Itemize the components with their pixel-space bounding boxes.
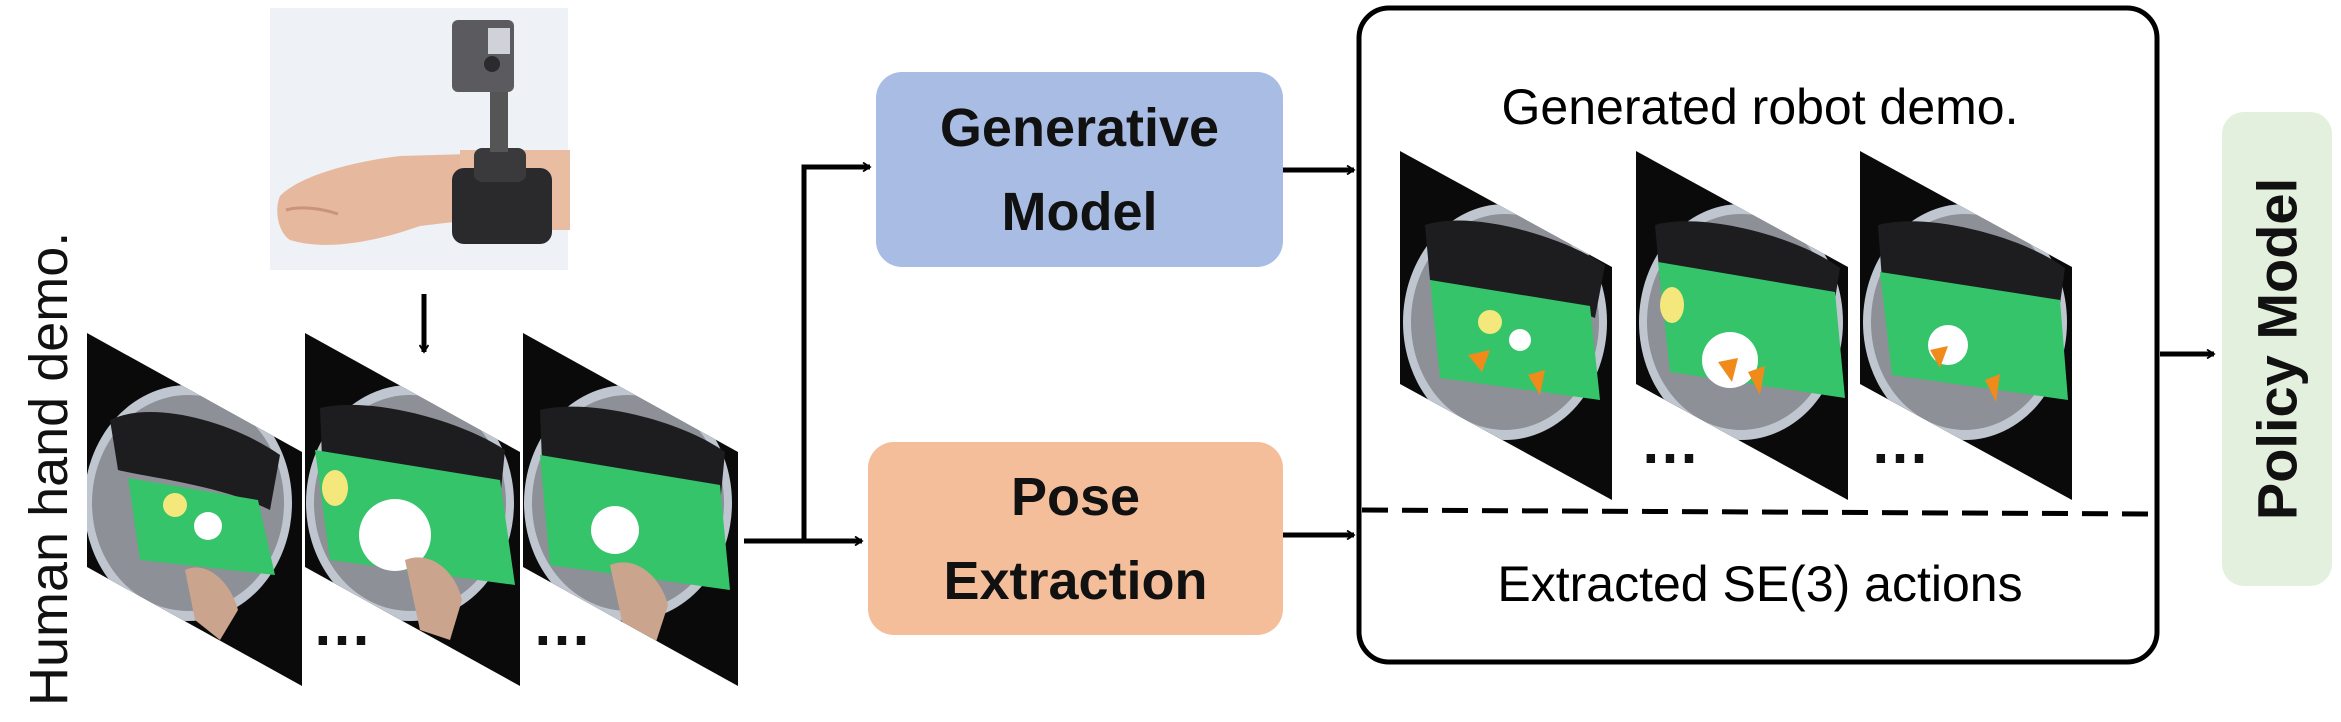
robot-frame-2 xyxy=(1636,151,1848,500)
panel-divider xyxy=(1361,507,2158,517)
human-ellipsis-2: … xyxy=(532,591,594,658)
generated-robot-demo-label: Generated robot demo. xyxy=(1501,79,2019,135)
extracted-actions-label: Extracted SE(3) actions xyxy=(1497,556,2023,612)
pose-extraction-line1: Pose xyxy=(1010,466,1141,527)
human-frame-2 xyxy=(305,333,520,686)
robot-ellipsis-2: … xyxy=(1870,409,1932,476)
generative-model-line1: Generative xyxy=(939,97,1220,158)
robot-frame-1 xyxy=(1400,151,1612,500)
human-frame-3 xyxy=(523,333,738,686)
robot-frame-3 xyxy=(1860,151,2072,500)
pose-extraction-box: Pose Extraction xyxy=(868,442,1283,635)
robot-ellipsis-1: … xyxy=(1640,409,1702,476)
human-ellipsis-1: … xyxy=(312,591,374,658)
human-frame-1 xyxy=(87,333,302,686)
pose-extraction-line2: Extraction xyxy=(943,550,1208,611)
human-hand-demo-label: Human hand demo. xyxy=(19,231,79,706)
frames-to-generative-arrow xyxy=(744,167,870,544)
policy-model-box: Policy Model xyxy=(2222,112,2332,586)
policy-model-label: Policy Model xyxy=(2245,177,2309,521)
generative-model-line2: Model xyxy=(1001,181,1158,242)
generative-model-box: Generative Model xyxy=(876,72,1283,267)
wrist-camera-photo xyxy=(270,8,570,270)
